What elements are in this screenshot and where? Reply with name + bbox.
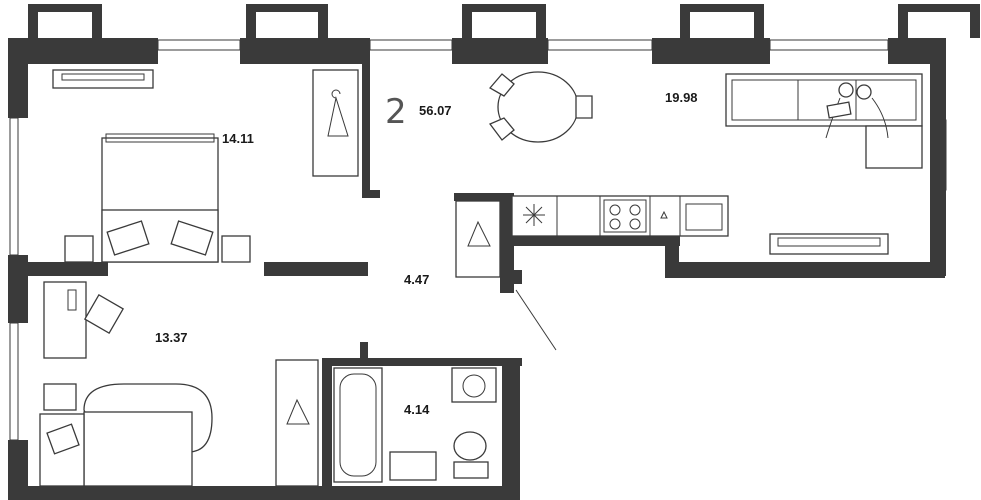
bedroom-furniture: [52, 69, 359, 263]
living-kitchen-area-label: 19.98: [665, 90, 698, 105]
bedroom-area-label: 14.11: [222, 131, 254, 146]
hall-furniture: [455, 200, 557, 351]
hall-area-label: 4.47: [404, 272, 430, 287]
right-wall: [930, 56, 947, 276]
bathroom-fixtures: [333, 367, 497, 483]
bathroom-area-label: 4.14: [404, 402, 430, 417]
room-count: 2: [385, 92, 407, 132]
interior-walls: [8, 56, 945, 500]
left-wall: [8, 38, 28, 500]
second-room-furniture: [39, 281, 319, 487]
top-wall: [8, 38, 946, 64]
total-area: 56.07: [419, 103, 452, 118]
living-kitchen-furniture: [488, 71, 923, 255]
window-bays: [28, 4, 980, 38]
second-room-area-label: 13.37: [155, 330, 188, 345]
